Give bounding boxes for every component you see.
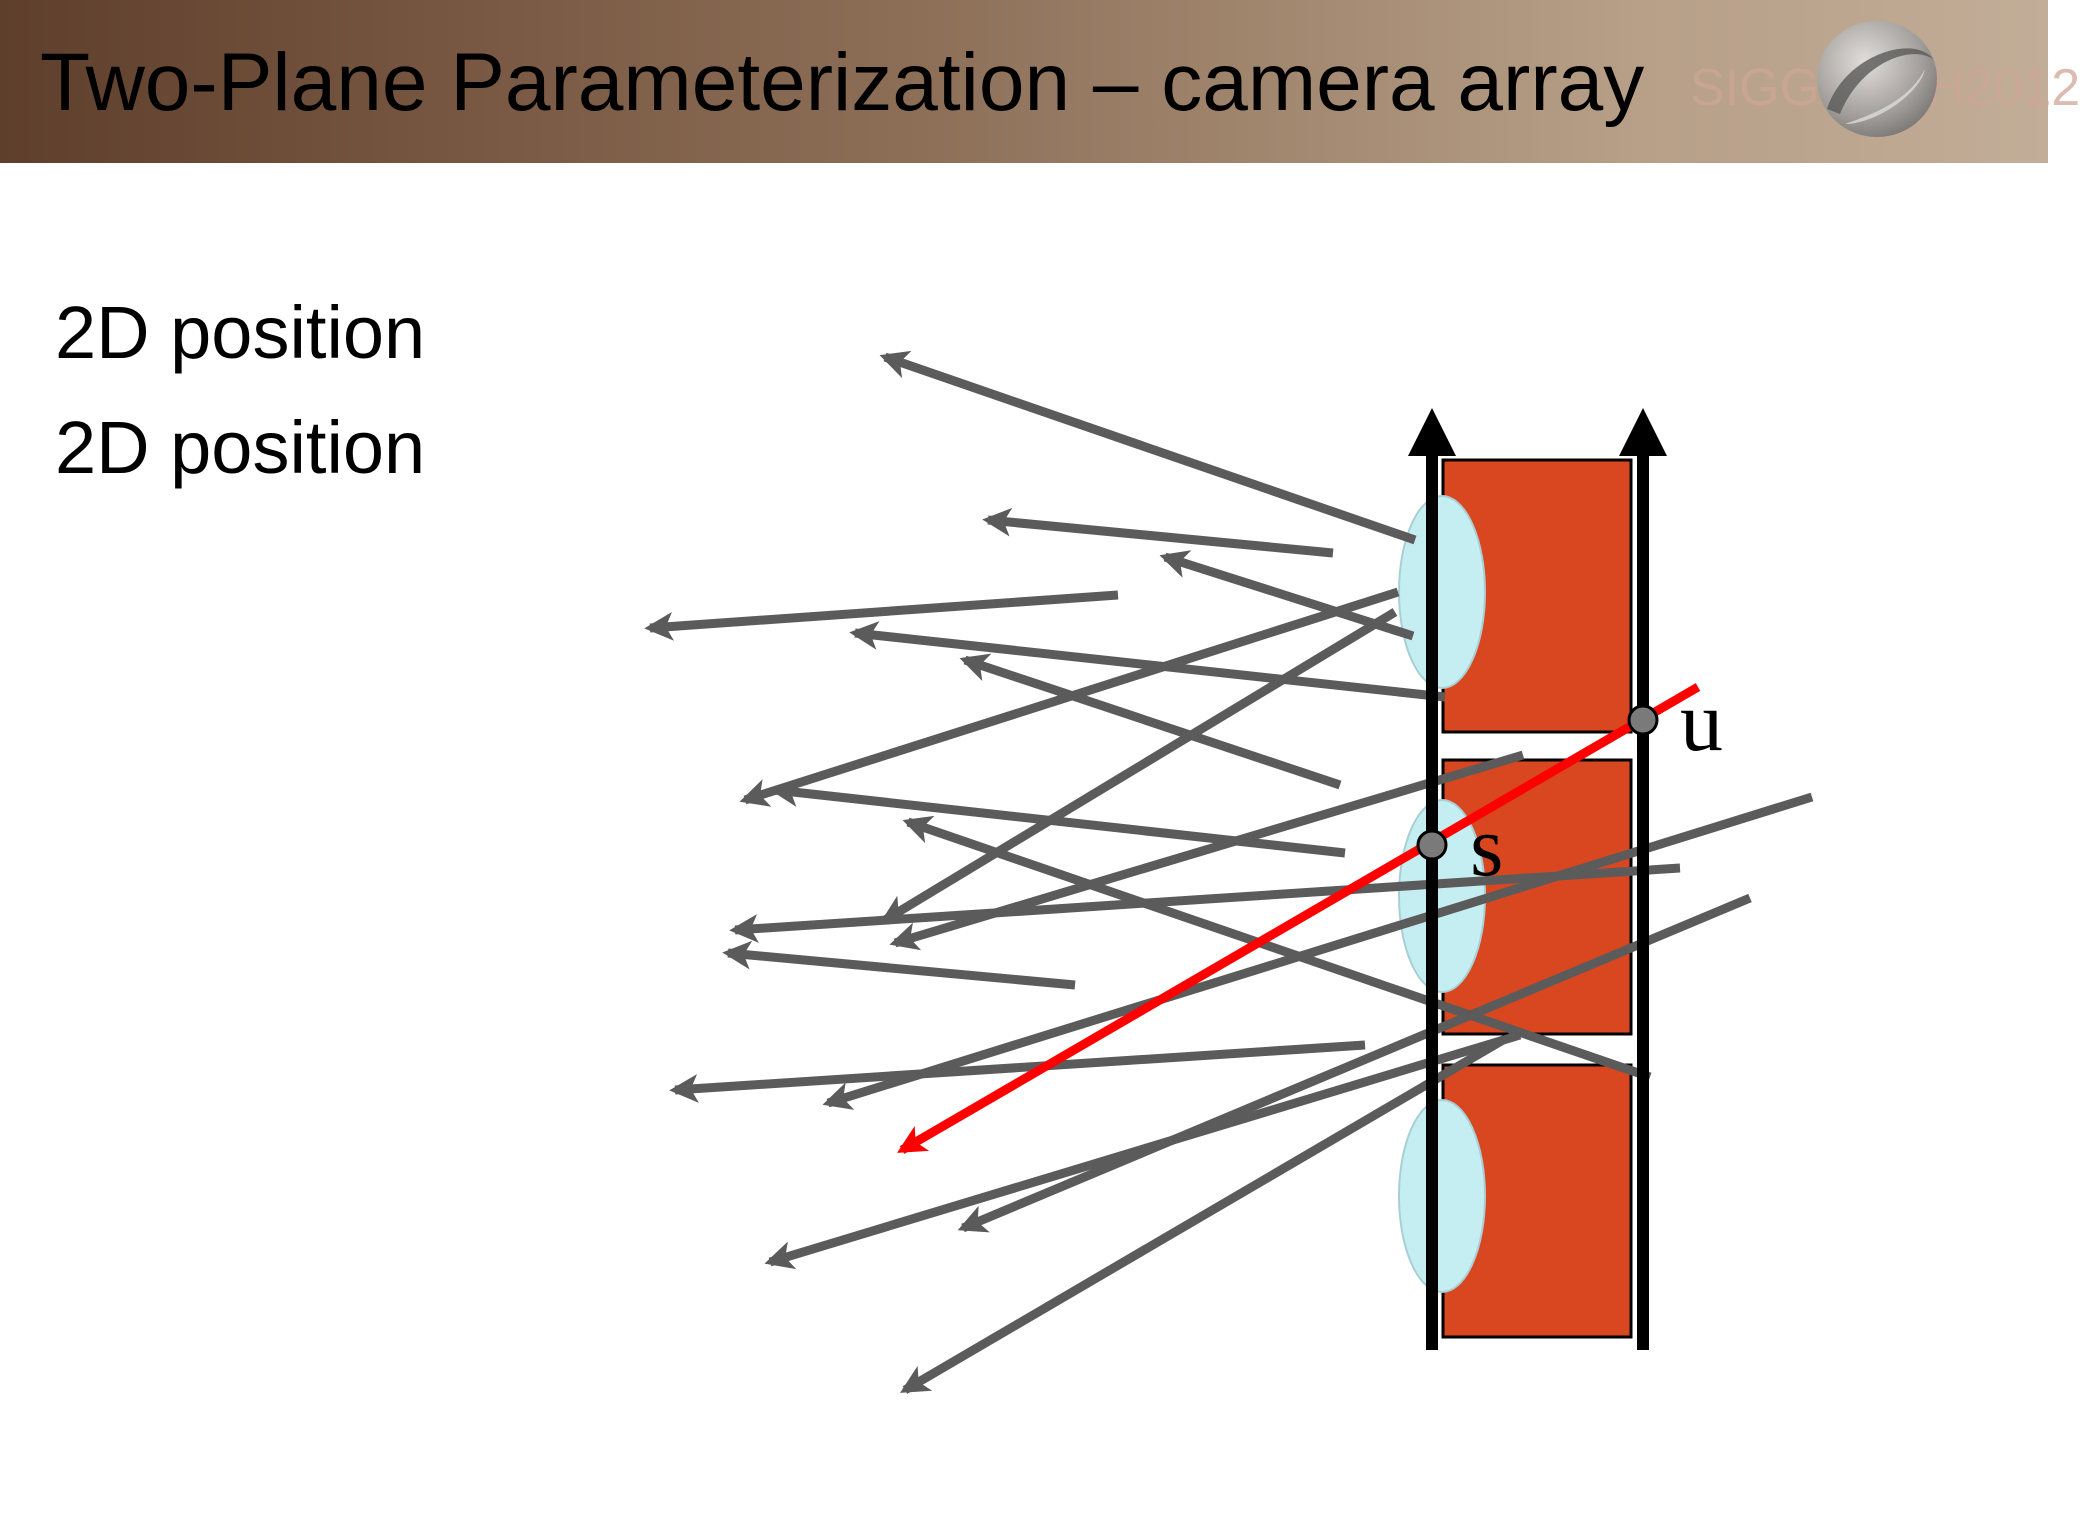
camera-lens-1: [1398, 495, 1486, 689]
ray: [900, 1036, 1506, 1394]
ray: [769, 778, 1346, 858]
ray: [669, 1040, 1366, 1103]
title-bar: SIGGRAPH2012 Two-Plane Parameterization …: [0, 0, 2080, 163]
slide-title: Two-Plane Parameterization – camera arra…: [40, 37, 1645, 128]
ray: [722, 940, 1076, 990]
ray: [902, 815, 1652, 1082]
u-label: u: [1680, 673, 1723, 769]
siggraph-logo-icon: [1817, 21, 1937, 137]
ray: [880, 608, 1398, 924]
ray: [959, 653, 1342, 790]
ray: [889, 750, 1525, 951]
u-intersection-point: [1627, 704, 1659, 736]
ray: [644, 590, 1119, 641]
s-label: s: [1470, 798, 1503, 894]
ray: [729, 863, 1681, 943]
body-line-2: 2D position: [55, 406, 426, 489]
ray: [879, 350, 1417, 545]
body-line-1: 2D position: [55, 291, 426, 374]
ray: [849, 621, 1446, 702]
highlighted-ray: [897, 683, 1701, 1154]
ray: [982, 507, 1334, 558]
camera-lens-3: [1398, 1099, 1486, 1293]
s-intersection-point: [1416, 829, 1448, 861]
ray: [957, 893, 1752, 1233]
